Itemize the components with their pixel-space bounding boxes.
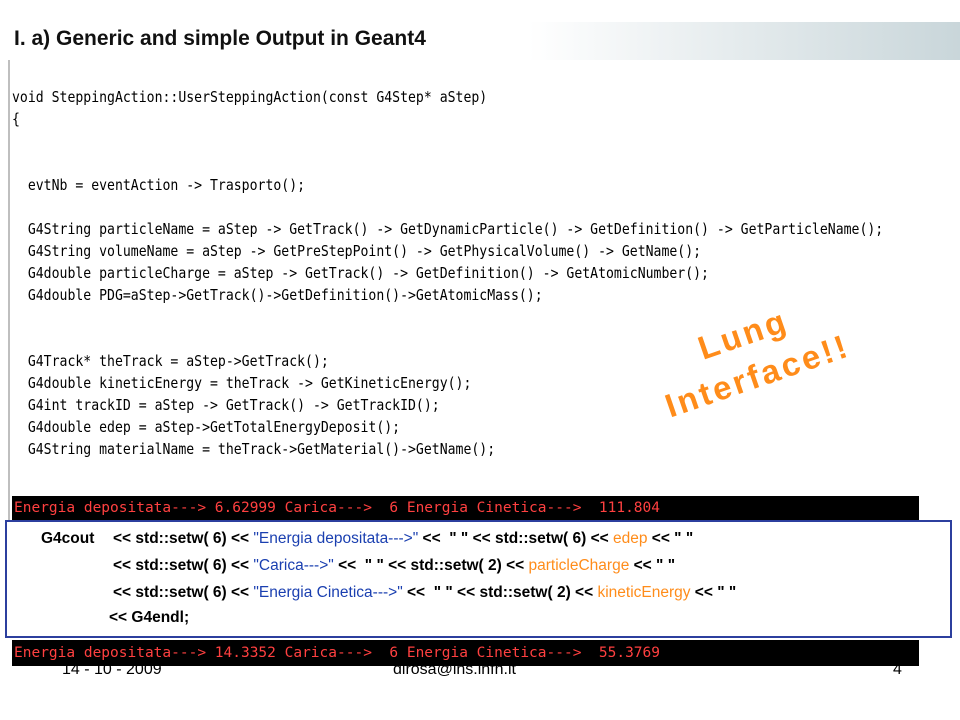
code-line	[12, 152, 883, 174]
g4cout-code-box: G4cout << std::setw( 6) << "Energia depo…	[5, 520, 952, 638]
footer-date: 14 - 10 - 2009	[62, 661, 162, 678]
terminal-text: Energia depositata---> 14.3352 Carica---…	[14, 645, 661, 661]
code-line: G4int trackID = aStep -> GetTrack() -> G…	[12, 396, 440, 414]
slide-title: I. a) Generic and simple Output in Geant…	[14, 27, 426, 50]
code-line	[12, 196, 883, 218]
title-bar	[0, 22, 960, 60]
cout-row-1: << std::setw( 6) << "Energia depositata-…	[113, 530, 694, 547]
page-number: 4	[893, 661, 902, 678]
cout-row-3: << std::setw( 6) << "Energia Cinetica---…	[113, 584, 737, 601]
code-line: G4double edep = aStep->GetTotalEnergyDep…	[12, 418, 401, 436]
code-line: G4double PDG=aStep->GetTrack()->GetDefin…	[12, 286, 543, 304]
variable-edep: edep	[612, 530, 648, 547]
cout-row-2: << std::setw( 6) << "Carica--->" << " " …	[113, 557, 676, 574]
terminal-output-bottom: Energia depositata---> 14.3352 Carica---…	[12, 640, 919, 666]
terminal-output-top: Energia depositata---> 6.62999 Carica---…	[12, 496, 919, 520]
code-line: G4String materialName = theTrack->GetMat…	[12, 440, 496, 458]
code-line: G4String particleName = aStep -> GetTrac…	[12, 220, 884, 238]
code-margin-line	[8, 60, 10, 520]
string-literal: "Carica--->"	[253, 557, 334, 574]
code-line: G4Track* theTrack = aStep->GetTrack();	[12, 352, 329, 370]
variable-particle-charge: particleCharge	[528, 557, 630, 574]
code-line: G4double particleCharge = aStep -> GetTr…	[12, 264, 709, 282]
cout-row-4: << G4endl;	[109, 609, 190, 626]
string-literal: "Energia depositata--->"	[253, 530, 419, 547]
code-line: G4double kineticEnergy = theTrack -> Get…	[12, 374, 472, 392]
string-literal: "Energia Cinetica--->"	[253, 584, 403, 601]
code-line: G4String volumeName = aStep -> GetPreSte…	[12, 242, 702, 260]
code-line: evtNb = eventAction -> Trasporto();	[12, 176, 306, 194]
code-line	[12, 130, 883, 152]
variable-kinetic-energy: kineticEnergy	[597, 584, 691, 601]
cout-keyword: G4cout	[41, 530, 95, 547]
terminal-text: Energia depositata---> 6.62999 Carica---…	[14, 500, 661, 516]
code-line: {	[12, 110, 20, 128]
code-listing: void SteppingAction::UserSteppingAction(…	[12, 86, 883, 460]
code-line: void SteppingAction::UserSteppingAction(…	[12, 88, 488, 106]
footer-email: dirosa@lns.infn.it	[393, 661, 516, 678]
